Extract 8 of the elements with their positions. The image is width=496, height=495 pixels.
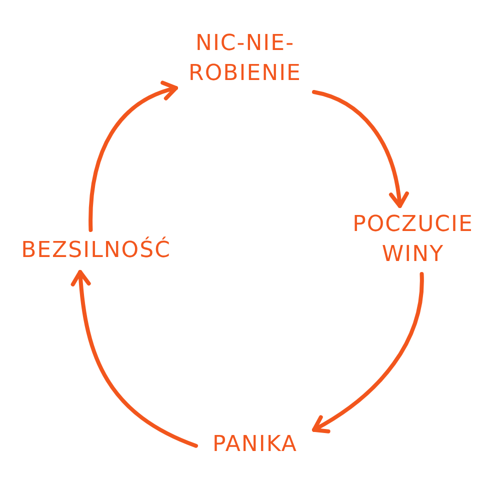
curved-arrow: [71, 270, 198, 448]
curved-arrow: [312, 90, 408, 208]
curved-arrow: [312, 272, 424, 433]
node-label: BEZSILNOŚĆ: [21, 236, 171, 265]
node-label: NIC-NIE- ROBIENIE: [188, 30, 302, 88]
curved-arrow: [88, 82, 178, 232]
node-label: PANIKA: [212, 431, 298, 459]
node-label: POCZUCIE WINY: [352, 211, 474, 269]
